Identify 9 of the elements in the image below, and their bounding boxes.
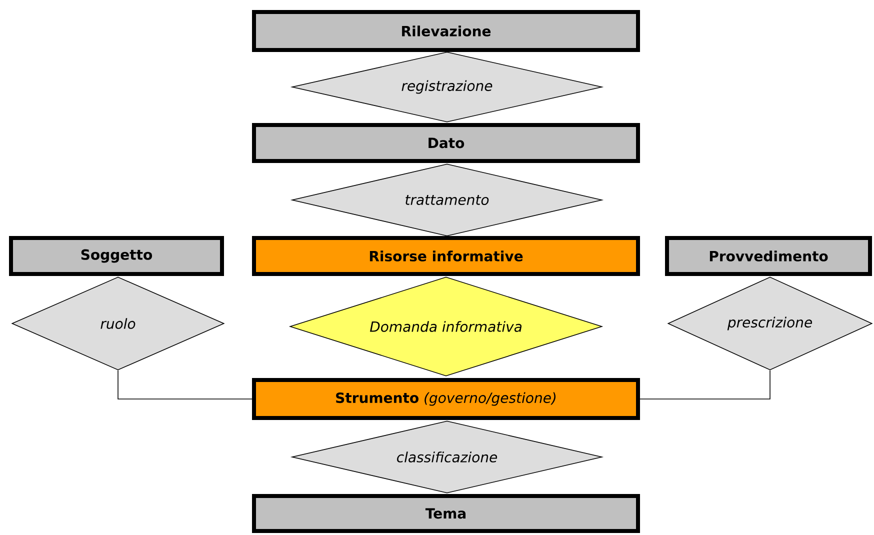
connector-line <box>118 370 252 400</box>
entity-box: Strumento (governo/gestione) <box>252 378 640 420</box>
entity-box: Soggetto <box>9 236 224 276</box>
entity-box: Risorse informative <box>252 236 640 276</box>
entity-box: Dato <box>252 123 640 163</box>
entity-box: Tema <box>252 494 640 533</box>
connector-line <box>640 370 770 400</box>
entity-box: Rilevazione <box>252 10 640 52</box>
entity-box: Provvedimento <box>665 236 872 276</box>
